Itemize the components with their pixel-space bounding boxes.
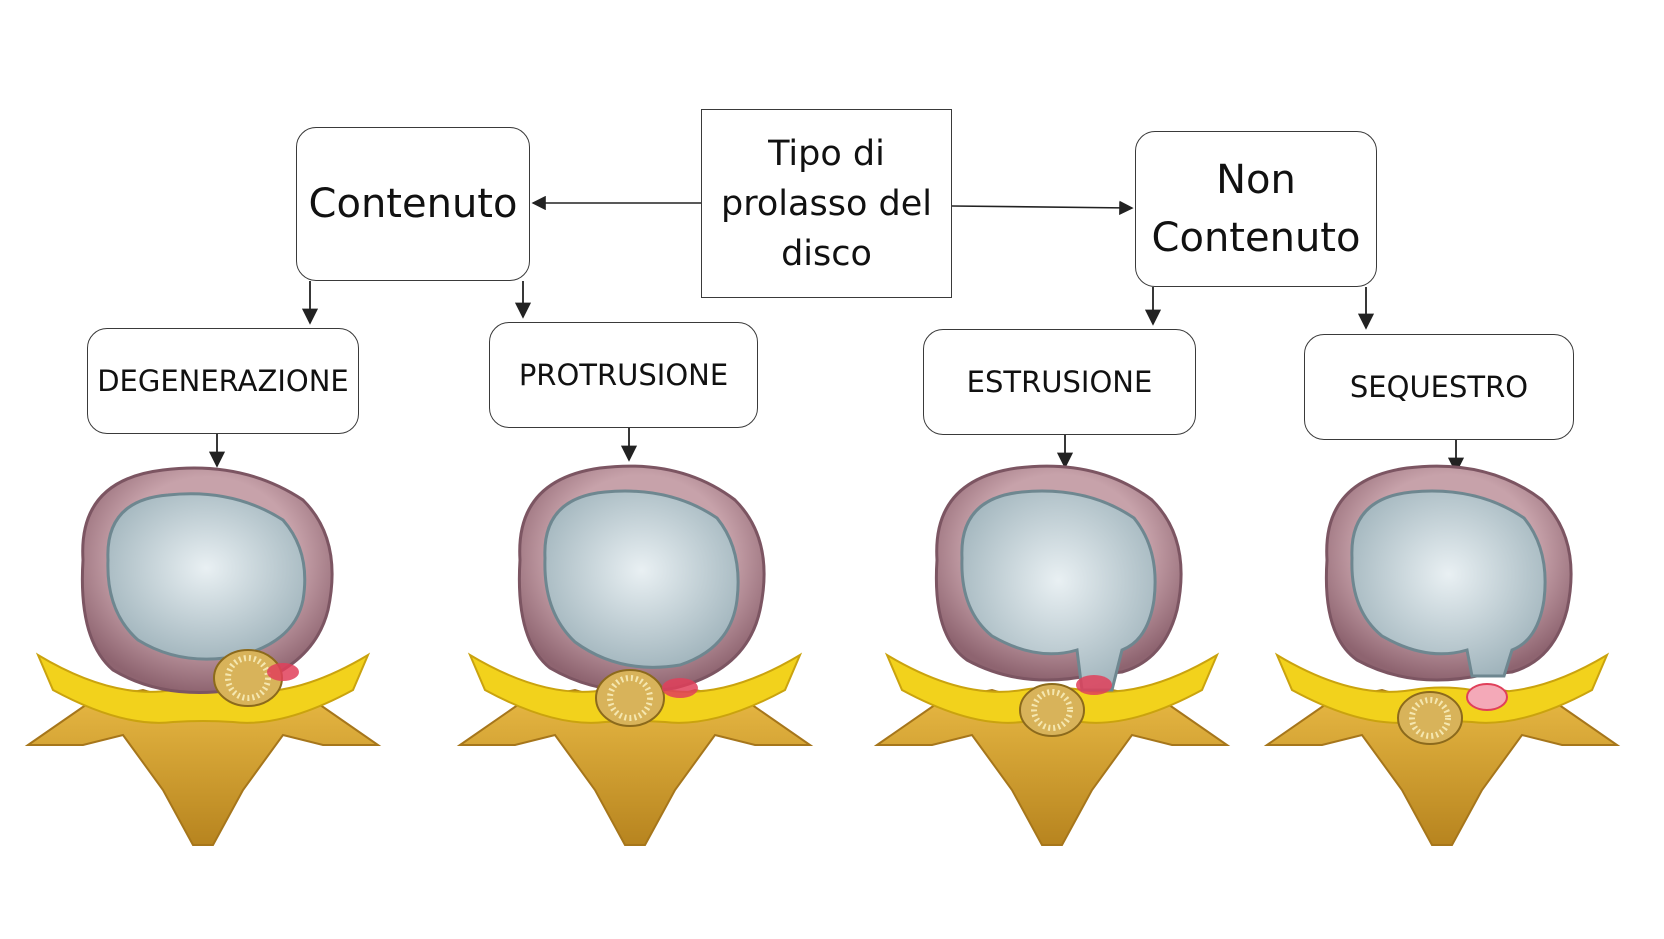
root-label-line1: Tipo di bbox=[768, 133, 885, 174]
stage-node-estrusione: ESTRUSIONE bbox=[923, 329, 1196, 435]
root-label-line2: prolasso del bbox=[721, 183, 932, 224]
vertebra-estrusione-illustration bbox=[873, 464, 1231, 846]
not-contained-node: Non Contenuto bbox=[1135, 131, 1377, 287]
contained-node: Contenuto bbox=[296, 127, 530, 281]
not-contained-label-line1: Non bbox=[1216, 157, 1296, 203]
vertebra-protrusione-illustration bbox=[456, 464, 814, 846]
vertebra-degenerazione-illustration bbox=[24, 466, 382, 846]
stage-label: DEGENERAZIONE bbox=[97, 364, 349, 398]
root-label-line3: disco bbox=[781, 233, 872, 274]
contained-label: Contenuto bbox=[308, 181, 518, 227]
stage-node-degenerazione: DEGENERAZIONE bbox=[87, 328, 359, 434]
stage-node-sequestro: SEQUESTRO bbox=[1304, 334, 1574, 440]
stage-label: PROTRUSIONE bbox=[518, 358, 729, 392]
stage-node-protrusione: PROTRUSIONE bbox=[489, 322, 758, 428]
root-node: Tipo di prolasso del disco bbox=[701, 109, 952, 298]
stage-label: SEQUESTRO bbox=[1349, 370, 1529, 404]
vertebra-sequestro-illustration bbox=[1263, 464, 1621, 846]
stage-label: ESTRUSIONE bbox=[966, 365, 1153, 399]
not-contained-label-line2: Contenuto bbox=[1151, 215, 1361, 261]
connector-root-noncontenuto bbox=[951, 200, 1134, 216]
